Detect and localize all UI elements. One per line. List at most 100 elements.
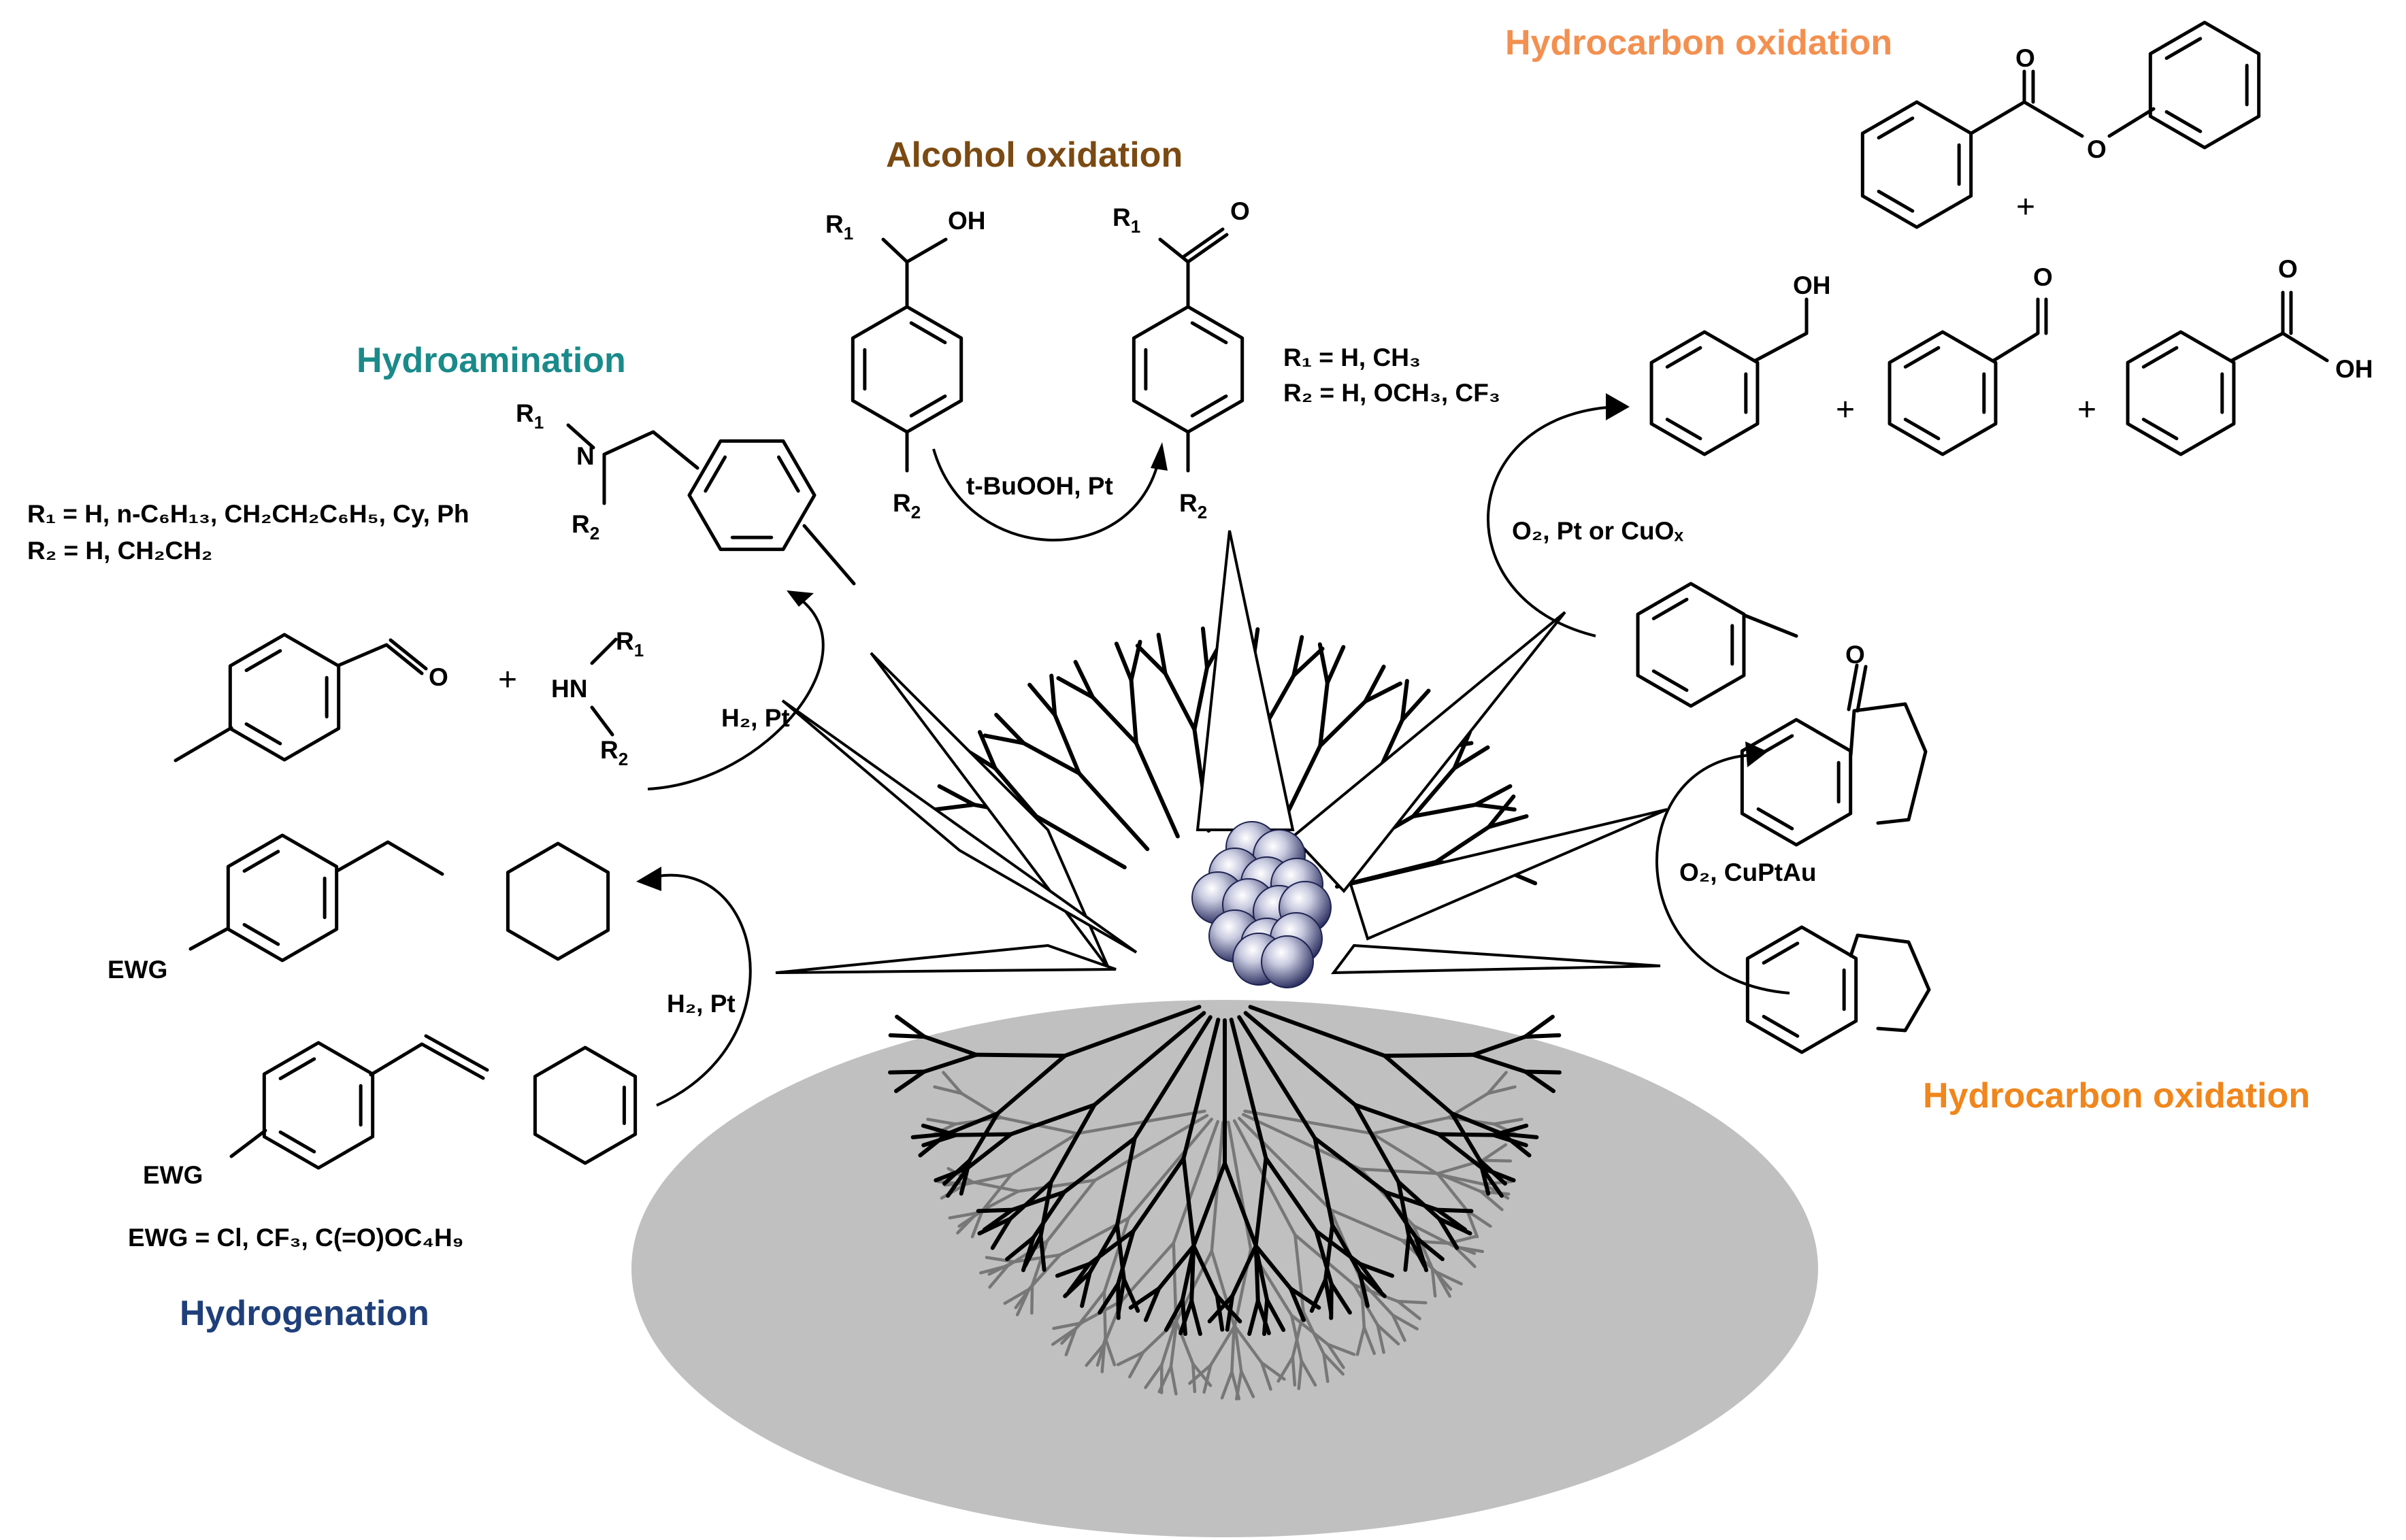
double-bond bbox=[278, 1130, 316, 1154]
branch-segment bbox=[1030, 1239, 1049, 1287]
branch-segment bbox=[1049, 1103, 1097, 1184]
branch-segment bbox=[1523, 1069, 1556, 1093]
branch-segment bbox=[1318, 680, 1330, 748]
double-bond bbox=[1762, 1014, 1800, 1038]
branch-segment bbox=[1174, 1319, 1195, 1366]
benzene-ring bbox=[687, 439, 817, 552]
r1-label: R1 bbox=[1113, 203, 1140, 237]
branch-segment bbox=[1179, 1299, 1194, 1335]
branch-segment bbox=[1003, 1288, 1031, 1305]
branch-segment bbox=[1164, 1298, 1185, 1333]
branch-segment bbox=[1487, 814, 1529, 829]
branch-segment bbox=[977, 730, 998, 771]
branch-segment bbox=[1396, 1299, 1428, 1305]
arrowhead bbox=[1745, 741, 1768, 767]
branch-segment bbox=[1330, 1223, 1362, 1275]
branch-segment bbox=[990, 1216, 1012, 1250]
branch-segment bbox=[1362, 1326, 1376, 1356]
branch-segment bbox=[1478, 1158, 1491, 1196]
branch-segment bbox=[1523, 1069, 1562, 1075]
double-bond bbox=[1651, 597, 1689, 620]
branch-segment bbox=[1355, 1326, 1366, 1356]
toluene bbox=[1636, 582, 1798, 708]
branch-segment bbox=[1060, 1321, 1083, 1345]
branch-segment bbox=[1192, 665, 1209, 732]
branch-segment bbox=[922, 1035, 978, 1057]
branch-segment bbox=[1359, 1279, 1395, 1317]
heading-hydrocarbon-oxidation-bottom: Hydrocarbon oxidation bbox=[1923, 1076, 2310, 1116]
branch-segment bbox=[1116, 1350, 1145, 1367]
benzene-ring bbox=[262, 1041, 375, 1170]
branch-segment bbox=[953, 1132, 1013, 1137]
branch-segment bbox=[1062, 1136, 1137, 1194]
branch-segment bbox=[1289, 1313, 1330, 1346]
branch-segment bbox=[1322, 1352, 1345, 1376]
branch-segment bbox=[1087, 1229, 1136, 1267]
branch-segment bbox=[1471, 1052, 1528, 1074]
branch-segment bbox=[921, 1133, 958, 1148]
branch-segment bbox=[1414, 1235, 1445, 1262]
branch-segment bbox=[1434, 1270, 1463, 1286]
branch-segment bbox=[1260, 1361, 1272, 1391]
ring-outline bbox=[226, 833, 339, 962]
double-bond bbox=[242, 850, 280, 873]
branch-segment bbox=[1064, 1326, 1078, 1356]
branch-segment bbox=[1523, 1014, 1555, 1039]
benzaldehyde: O bbox=[1888, 263, 2053, 456]
ring-outline bbox=[506, 841, 610, 961]
dendrimer-spike bbox=[1330, 943, 1661, 975]
branch-segment bbox=[1403, 1234, 1411, 1272]
branch-segment bbox=[1229, 1018, 1268, 1160]
branch-segment bbox=[970, 1209, 984, 1239]
branch-segment bbox=[1191, 1244, 1219, 1299]
branch-segment bbox=[1300, 1359, 1317, 1387]
branch-segment bbox=[1172, 1120, 1219, 1245]
branch-segment bbox=[895, 1014, 927, 1039]
branch-segment bbox=[1021, 1235, 1036, 1273]
double-bond bbox=[1756, 807, 1794, 831]
cyclohexene-ring bbox=[533, 1045, 638, 1165]
branch-segment bbox=[1038, 1234, 1047, 1272]
branch-segment bbox=[1313, 1136, 1387, 1194]
branch-segment bbox=[921, 1123, 958, 1137]
benzene-ring bbox=[228, 633, 341, 762]
benzene-ring bbox=[1860, 100, 1973, 229]
branch-segment bbox=[1353, 1103, 1401, 1184]
branch-segment bbox=[1157, 1243, 1196, 1291]
branch-segment bbox=[1008, 1103, 1097, 1137]
branch-segment bbox=[1116, 1282, 1121, 1320]
branch-segment bbox=[1481, 1158, 1513, 1163]
branch-segment bbox=[1102, 1290, 1107, 1340]
branch-segment bbox=[1293, 1233, 1305, 1313]
double-bond bbox=[242, 922, 280, 946]
hydrocarbon-oxidation-conditions-top: O₂, Pt or CuOₓ bbox=[1512, 517, 1683, 545]
double-bond bbox=[2164, 110, 2203, 133]
branch-segment bbox=[1243, 1109, 1374, 1135]
branch-segment bbox=[1437, 1216, 1472, 1236]
alcohol-oxidation-product: R1 O R2 bbox=[1113, 197, 1250, 522]
branch-segment bbox=[1411, 766, 1457, 818]
branch-segment bbox=[1288, 1286, 1306, 1322]
branch-segment bbox=[1237, 1116, 1332, 1211]
branch-segment bbox=[1093, 1114, 1209, 1182]
branch-segment bbox=[1359, 1167, 1440, 1175]
hydrogenation-conditions: H₂, Pt bbox=[667, 990, 736, 1018]
branch-segment bbox=[1302, 1310, 1325, 1356]
r2-label: R2 bbox=[893, 489, 921, 522]
branch-segment bbox=[1104, 1337, 1117, 1367]
benzyl-alcohol: OH bbox=[1649, 271, 1831, 456]
branch-segment bbox=[946, 1166, 970, 1198]
double-bond bbox=[1190, 394, 1228, 418]
branch-segment bbox=[1317, 642, 1330, 685]
r1-label: R1 bbox=[825, 210, 853, 244]
branch-segment bbox=[1172, 1241, 1178, 1322]
arrowhead bbox=[636, 867, 661, 891]
double-bond bbox=[1762, 941, 1800, 965]
branch-segment bbox=[1232, 1324, 1264, 1365]
branch-segment bbox=[1157, 1365, 1173, 1394]
branch-segment bbox=[1357, 1271, 1370, 1308]
branch-segment bbox=[1128, 1286, 1161, 1310]
branch-segment bbox=[1523, 1033, 1562, 1039]
dendrimer-lower-black-branches bbox=[888, 1005, 1562, 1337]
branch-segment bbox=[1102, 1216, 1130, 1294]
